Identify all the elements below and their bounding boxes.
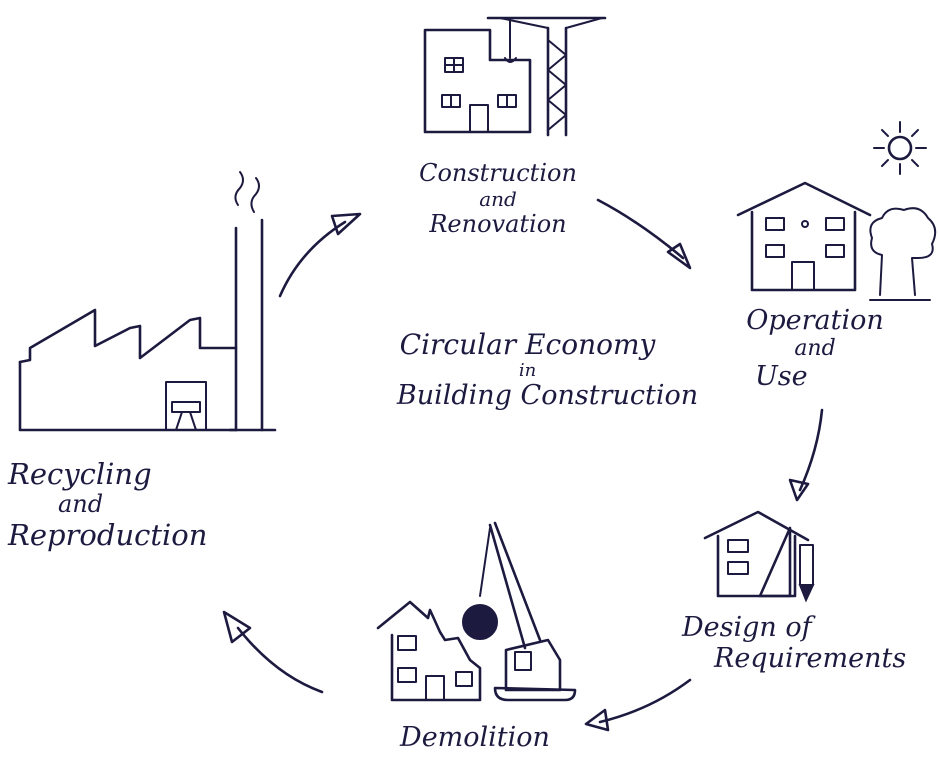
construction-line1: Construction [419, 159, 577, 187]
arrow-demolition-to-recycling [222, 610, 324, 694]
design-label: Design of Requirements [682, 612, 922, 674]
operation-label: Operation and Use [725, 305, 905, 392]
design-line1: Design of [682, 612, 812, 643]
design-building-icon [703, 510, 810, 598]
title-line1: Circular Economy [399, 328, 656, 361]
title-line3: Building Construction [396, 379, 699, 411]
construction-line3: Renovation [429, 209, 567, 238]
arrow-design-to-demolition [584, 678, 692, 732]
arrow-recycling-to-construction [278, 212, 362, 298]
construction-label: Construction and Renovation [393, 159, 603, 238]
diagram-title: Circular Economy in Building Constructio… [355, 328, 700, 411]
demolition-label: Demolition [375, 722, 575, 753]
recycling-line2: and [58, 490, 104, 519]
arrow-construction-to-operation [596, 198, 692, 270]
demolished-building-icon [376, 600, 482, 702]
pencil-icon [798, 544, 815, 603]
recycling-label: Recycling and Reproduction [8, 457, 223, 552]
sun-icon [873, 121, 927, 175]
recycling-line3: Reproduction [8, 517, 208, 552]
title-line2: in [518, 359, 537, 381]
tree-icon [869, 207, 937, 301]
operation-line2: and [794, 336, 836, 362]
house-icon [736, 181, 872, 292]
wrecking-ball-crane-icon [462, 521, 577, 702]
operation-line1: Operation [746, 305, 884, 336]
factory-icon [18, 171, 277, 432]
crane-icon [486, 16, 607, 137]
operation-line3: Use [755, 361, 808, 393]
construction-line2: and [479, 186, 517, 211]
design-line2: Requirements [714, 643, 907, 675]
recycling-line1: Recycling [8, 457, 152, 491]
arrow-operation-to-design [788, 408, 824, 502]
construction-building-icon [423, 28, 532, 134]
demolition-line1: Demolition [400, 722, 550, 753]
